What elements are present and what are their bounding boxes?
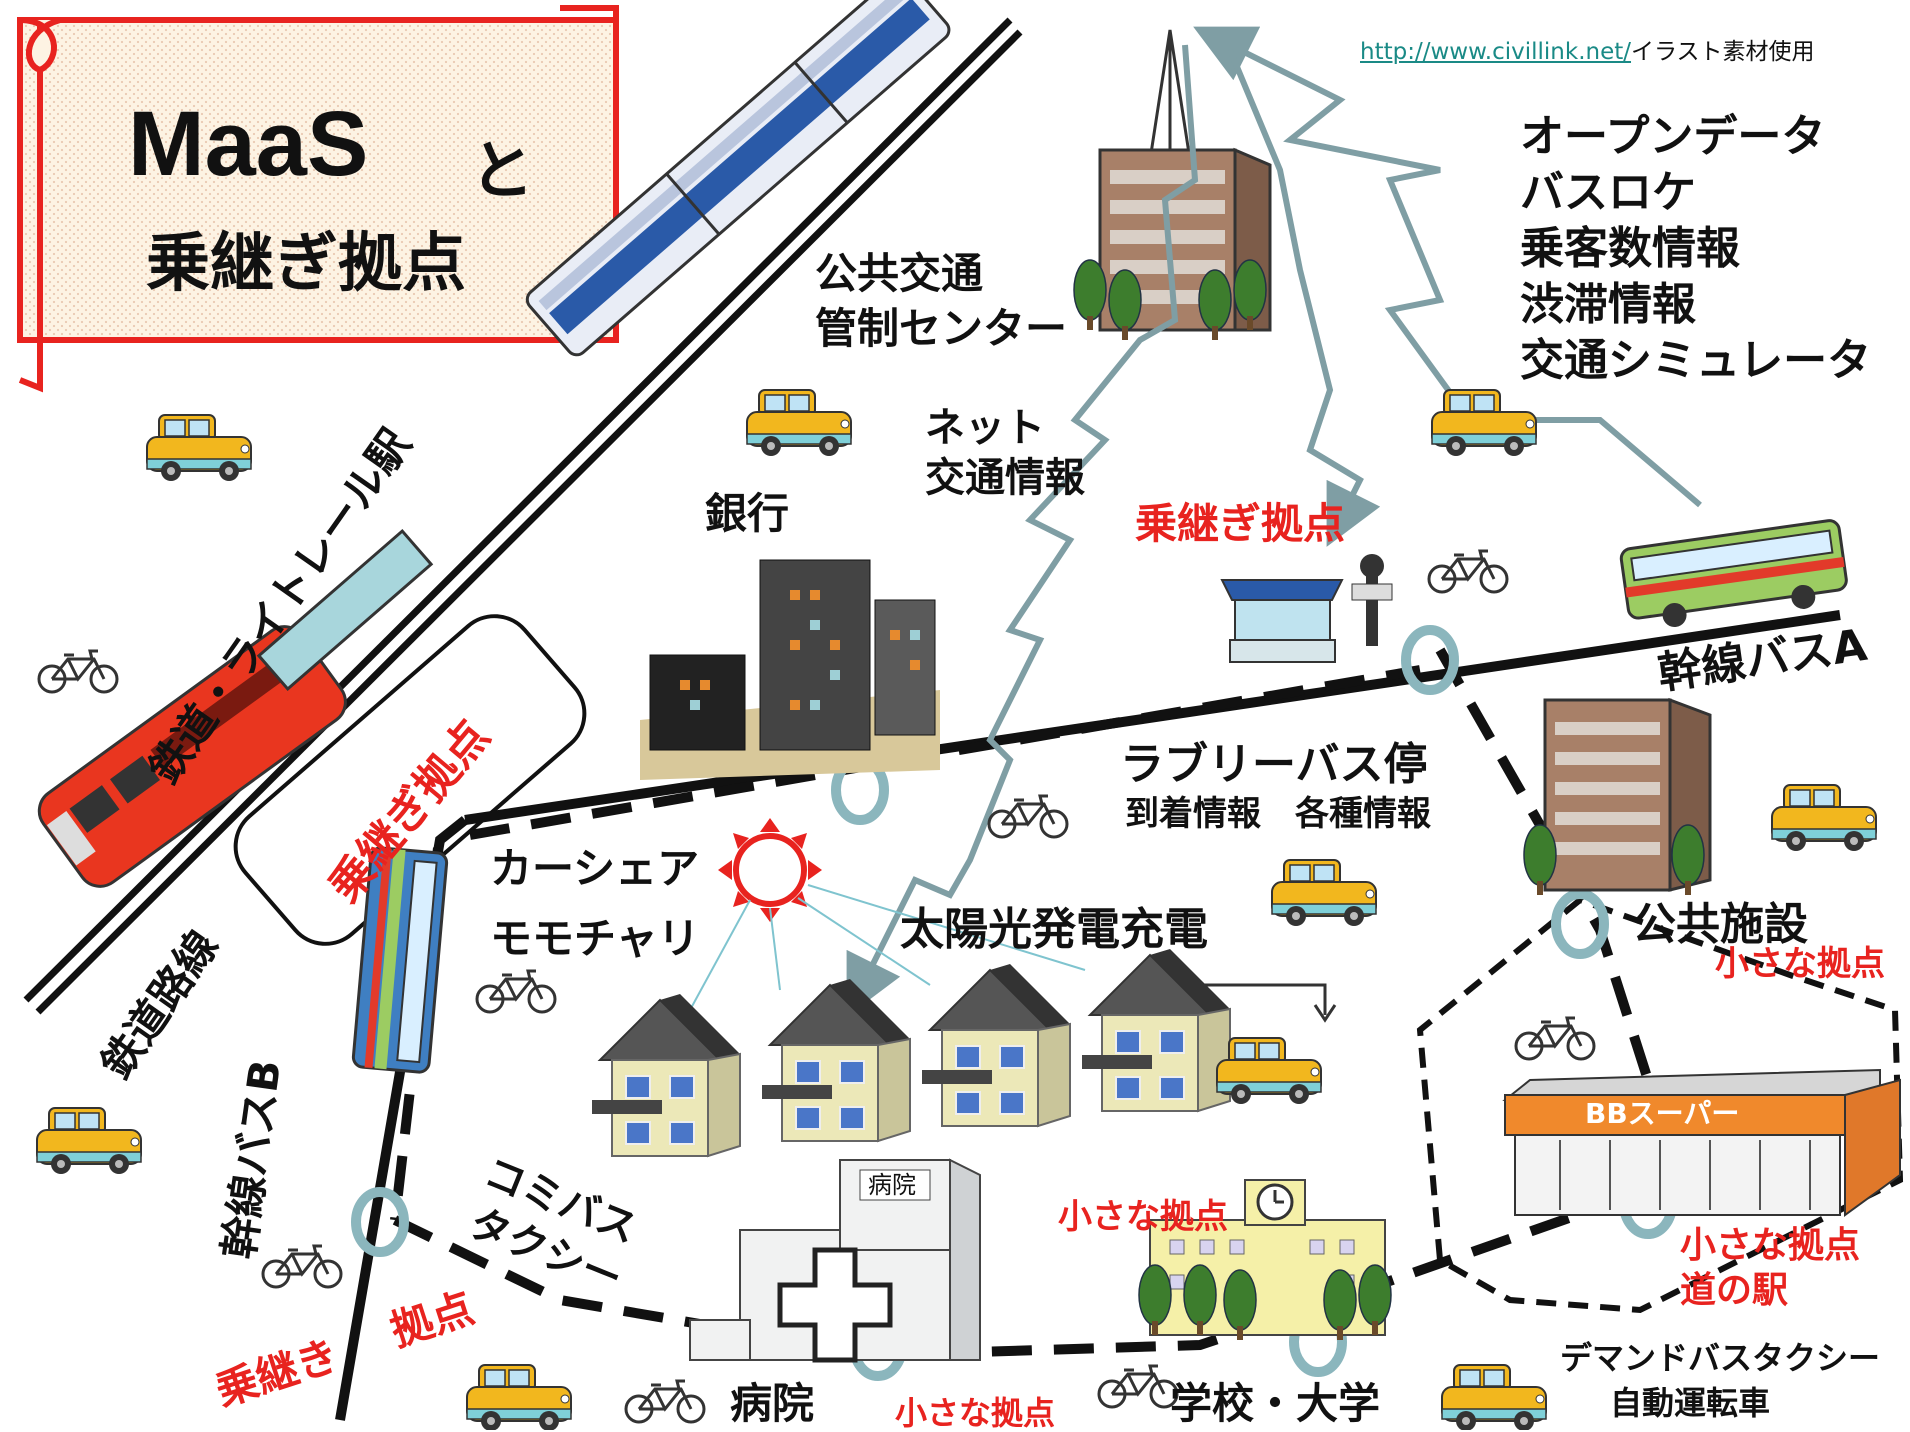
trunk-bus-b-line [335, 816, 469, 1421]
school-building [1138, 1179, 1392, 1341]
open-data-item: 交通シミュレータ [1520, 335, 1872, 386]
credit-line: http://www.civillink.net/イラスト素材使用 [1360, 32, 1815, 66]
small-hub-michi-label: 小さな拠点 [1680, 1225, 1861, 1266]
title-scroll [17, 5, 619, 393]
sun-rays [689, 884, 1086, 1011]
public-facility-building [1523, 697, 1712, 896]
station-hub-box [233, 614, 587, 946]
open-data-item: バスロケ [1520, 167, 1696, 218]
solar-houses [591, 948, 1231, 1157]
lovely-bus-stop-label: ラブリーバス停 [1120, 739, 1428, 790]
sun-icon [718, 818, 822, 922]
school-label: 学校・大学 [1170, 1379, 1381, 1428]
demand-label: デマンドバスタクシー [1560, 1339, 1881, 1377]
title-main: MaaS [128, 93, 369, 195]
small-hub-school-label: 小さな拠点 [1058, 1197, 1228, 1237]
bank-label: 銀行 [705, 489, 790, 538]
credit-text: イラスト素材使用 [1631, 39, 1815, 65]
small-hub-hexagon [1416, 896, 1904, 1314]
red-train [37, 625, 347, 888]
net-label: 交通情報 [925, 455, 1085, 501]
trunk-bus-b [351, 846, 449, 1074]
station-platform [256, 528, 434, 692]
demand-label: 自動運転車 [1610, 1384, 1771, 1422]
light-rail-train [525, 0, 951, 357]
open-data-item: オープンデータ [1520, 111, 1826, 162]
supermarket-sign: BBスーパー [1585, 1097, 1740, 1130]
bank-buildings [640, 559, 940, 780]
traffic-center-label: 管制センター [815, 304, 1068, 353]
hospital-label: 病院 [730, 1379, 815, 1428]
railway-tracks [23, 17, 1023, 1015]
charge-arrow [1190, 983, 1337, 1023]
michi-no-eki-label: 道の駅 [1680, 1270, 1789, 1311]
solar-label: 太陽光発電充電 [900, 904, 1208, 955]
open-data-item: 渋滞情報 [1520, 279, 1696, 330]
net-label: ネット [925, 405, 1045, 451]
supermarket-building [1502, 1068, 1901, 1217]
traffic-center-label: 公共交通 [815, 249, 984, 298]
lovely-bus-info-label: 到着情報 各種情報 [1125, 794, 1431, 834]
hospital-building [689, 1158, 981, 1363]
small-hub-hospital-label: 小さな拠点 [895, 1394, 1056, 1432]
public-facility-label: 公共施設 [1632, 899, 1808, 950]
title-sub: 乗継ぎ拠点 [146, 227, 466, 301]
momochari-label: モモチャリ [490, 914, 700, 963]
trunk-bus-a [1619, 519, 1848, 628]
car-share-label: カーシェア [490, 844, 700, 893]
bus-stop-shelter [1220, 554, 1393, 663]
credit-link[interactable]: http://www.civillink.net/ [1360, 39, 1632, 65]
title-connector: と [470, 135, 534, 209]
transfer-hub-bus-label: 乗継ぎ拠点 [1135, 499, 1346, 548]
hospital-sign: 病院 [868, 1171, 916, 1199]
open-data-item: 乗客数情報 [1520, 223, 1740, 274]
small-hub-public-label: 小さな拠点 [1715, 944, 1885, 984]
